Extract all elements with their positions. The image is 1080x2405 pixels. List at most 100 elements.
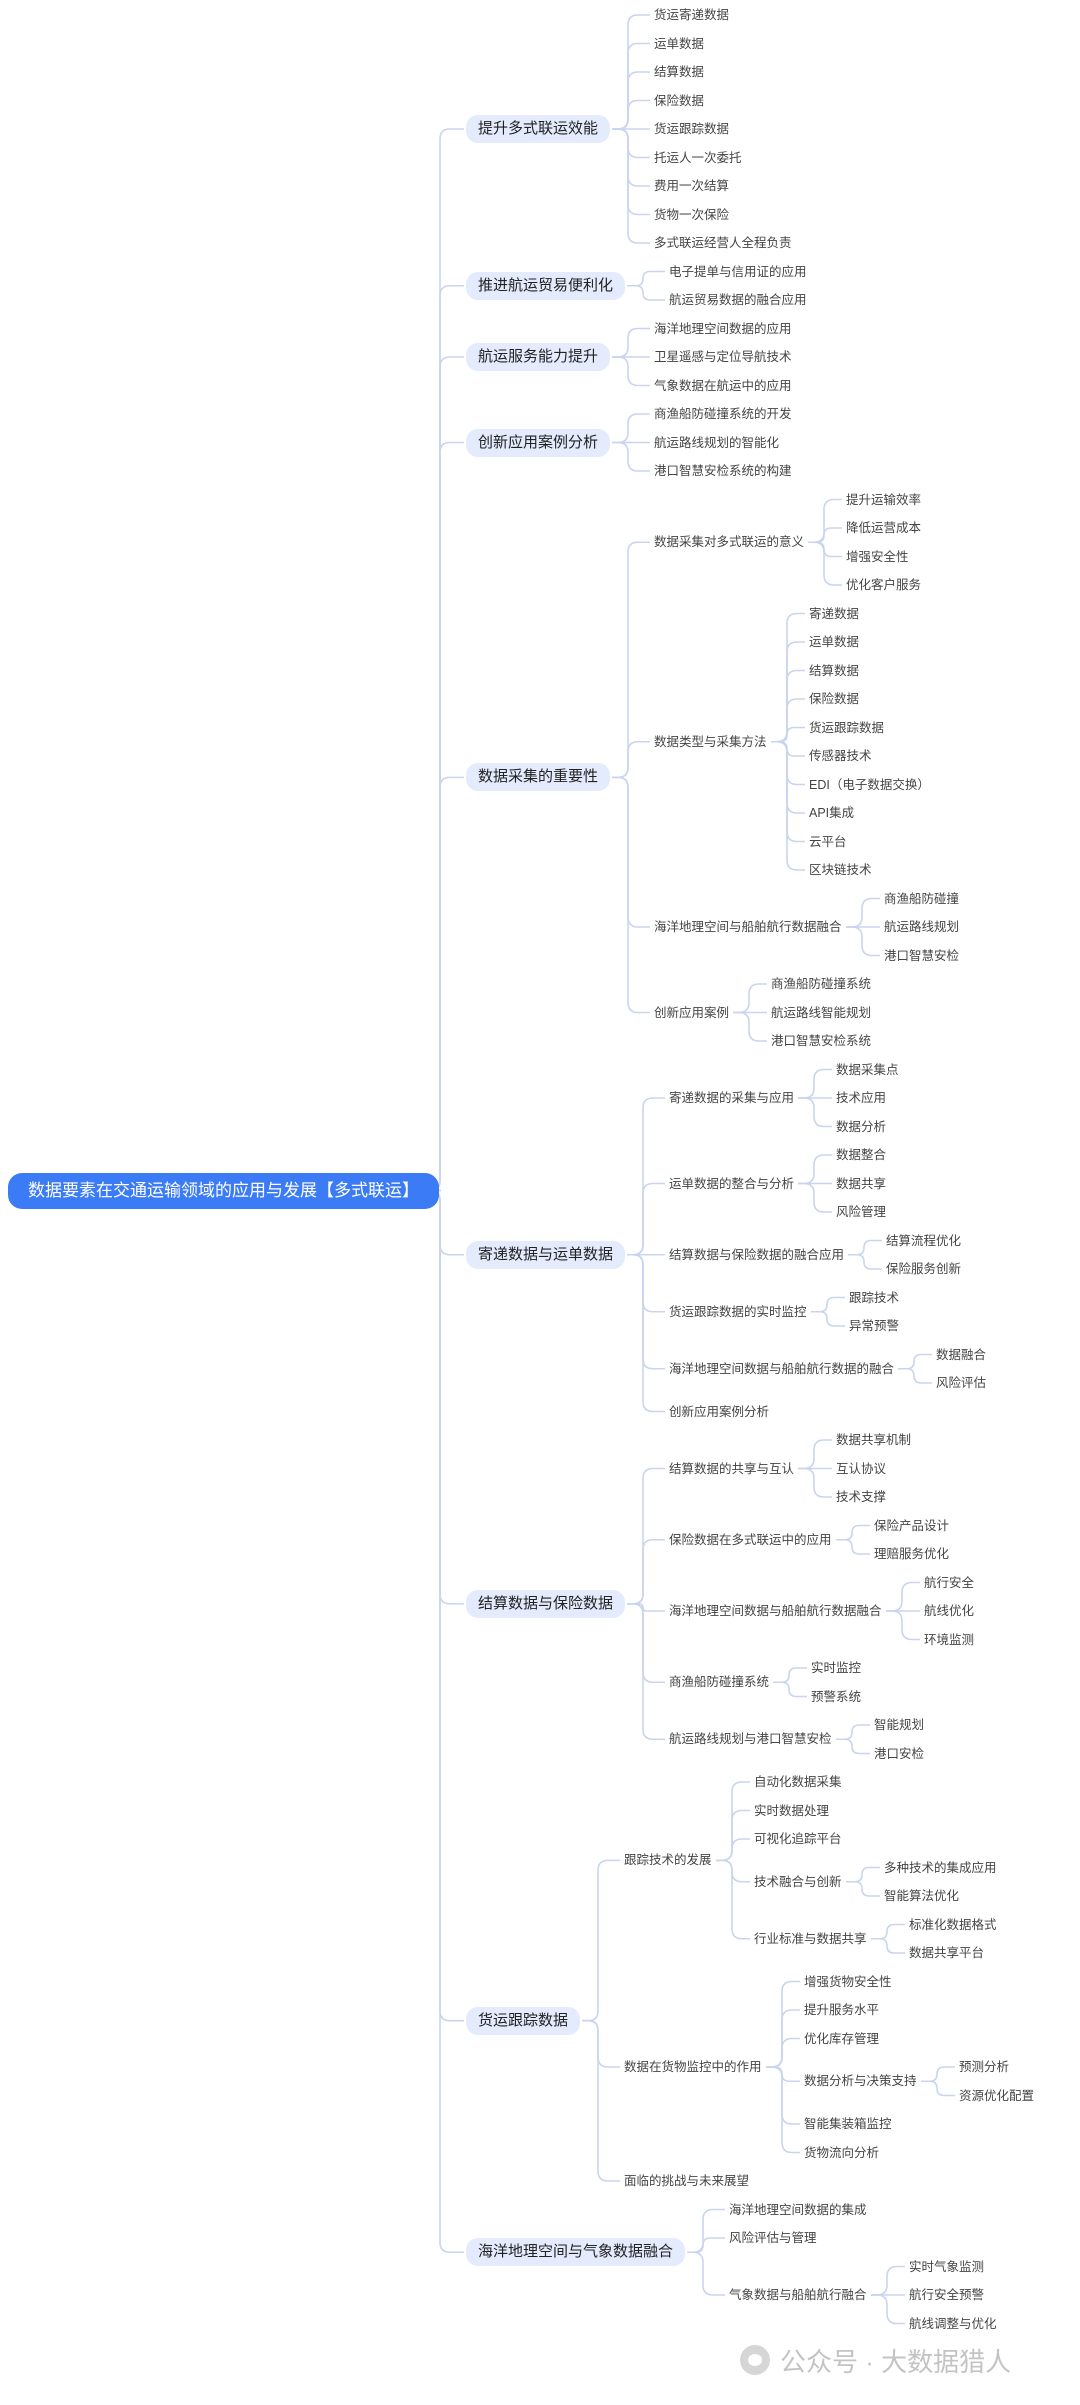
topic-level-2[interactable]: 托运人一次委托 bbox=[654, 150, 742, 165]
topic-level-3[interactable]: 实时数据处理 bbox=[754, 1803, 830, 1818]
topic-level-3[interactable]: 智能规划 bbox=[874, 1718, 925, 1732]
topic-level-2[interactable]: 海洋地理空间数据与船舶航行数据融合 bbox=[669, 1604, 882, 1618]
topic-level-2[interactable]: 数据采集对多式联运的意义 bbox=[654, 535, 805, 550]
topic-level-3[interactable]: 传感器技术 bbox=[809, 749, 872, 763]
topic-level-3[interactable]: 结算数据 bbox=[809, 663, 860, 678]
topic-level-3[interactable]: 理赔服务优化 bbox=[874, 1547, 950, 1561]
topic-level-3[interactable]: 数据共享 bbox=[836, 1176, 887, 1191]
topic-level-1[interactable]: 提升多式联运效能 bbox=[466, 115, 611, 143]
topic-level-4[interactable]: 多种技术的集成应用 bbox=[884, 1860, 997, 1875]
topic-level-3[interactable]: 实时监控 bbox=[811, 1661, 862, 1675]
topic-level-2[interactable]: 航运路线规划的智能化 bbox=[654, 435, 780, 450]
topic-level-2[interactable]: 费用一次结算 bbox=[654, 179, 730, 193]
topic-level-4[interactable]: 资源优化配置 bbox=[959, 2088, 1035, 2103]
topic-level-2[interactable]: 结算数据 bbox=[654, 65, 705, 79]
topic-level-3[interactable]: 行业标准与数据共享 bbox=[754, 1931, 867, 1946]
topic-level-2[interactable]: 港口智慧安检系统的构建 bbox=[654, 464, 792, 478]
topic-level-2[interactable]: 海洋地理空间数据的集成 bbox=[729, 2202, 867, 2217]
topic-level-4[interactable]: 数据共享平台 bbox=[909, 1946, 985, 1960]
topic-level-1[interactable]: 数据采集的重要性 bbox=[466, 763, 611, 792]
topic-level-3[interactable]: 技术融合与创新 bbox=[754, 1874, 842, 1889]
topic-level-3[interactable]: 航行安全 bbox=[924, 1575, 975, 1590]
topic-level-2[interactable]: 运单数据的整合与分析 bbox=[669, 1176, 795, 1191]
topic-level-3[interactable]: 优化库存管理 bbox=[804, 2031, 880, 2046]
topic-level-2[interactable]: 气象数据在航运中的应用 bbox=[654, 378, 792, 393]
topic-level-1[interactable]: 推进航运贸易便利化 bbox=[466, 271, 626, 300]
topic-level-3[interactable]: 寄递数据 bbox=[809, 606, 860, 621]
topic-level-3[interactable]: 实时气象监测 bbox=[909, 2259, 985, 2274]
topic-level-2[interactable]: 航运贸易数据的融合应用 bbox=[669, 293, 807, 307]
topic-level-2[interactable]: 海洋地理空间数据的应用 bbox=[654, 321, 792, 336]
topic-level-3[interactable]: 数据共享机制 bbox=[836, 1433, 912, 1447]
topic-level-2[interactable]: 创新应用案例分析 bbox=[669, 1404, 770, 1419]
topic-level-3[interactable]: 风险管理 bbox=[836, 1205, 887, 1219]
topic-level-3[interactable]: 优化客户服务 bbox=[846, 578, 922, 592]
topic-level-3[interactable]: 保险服务创新 bbox=[886, 1262, 962, 1276]
topic-level-2[interactable]: 运单数据 bbox=[654, 36, 705, 51]
topic-level-2[interactable]: 跟踪技术的发展 bbox=[624, 1853, 712, 1868]
topic-level-3[interactable]: 航线调整与优化 bbox=[909, 2316, 997, 2331]
topic-level-4[interactable]: 预测分析 bbox=[959, 2060, 1010, 2074]
topic-level-2[interactable]: 海洋地理空间与船舶航行数据融合 bbox=[654, 920, 842, 934]
topic-level-3[interactable]: 技术应用 bbox=[836, 1091, 887, 1105]
topic-level-3[interactable]: 增强货物安全性 bbox=[804, 1974, 892, 1989]
topic-level-2[interactable]: 保险数据在多式联运中的应用 bbox=[669, 1532, 832, 1547]
topic-level-3[interactable]: 数据整合 bbox=[836, 1148, 887, 1162]
topic-level-3[interactable]: 数据分析与决策支持 bbox=[804, 2074, 917, 2089]
topic-level-1[interactable]: 创新应用案例分析 bbox=[466, 428, 611, 457]
topic-level-3[interactable]: 自动化数据采集 bbox=[754, 1775, 842, 1789]
topic-level-3[interactable]: 商渔船防碰撞 bbox=[884, 891, 960, 906]
topic-level-2[interactable]: 商渔船防碰撞系统 bbox=[669, 1675, 770, 1690]
topic-level-3[interactable]: 区块链技术 bbox=[809, 863, 872, 877]
topic-level-4[interactable]: 标准化数据格式 bbox=[909, 1917, 997, 1932]
topic-level-3[interactable]: 技术支撑 bbox=[836, 1490, 887, 1504]
topic-level-3[interactable]: 结算流程优化 bbox=[886, 1233, 962, 1248]
topic-level-3[interactable]: API集成 bbox=[809, 806, 855, 820]
topic-level-3[interactable]: 增强安全性 bbox=[846, 549, 909, 564]
topic-level-2[interactable]: 航运路线规划与港口智慧安检 bbox=[669, 1732, 832, 1747]
topic-level-3[interactable]: 互认协议 bbox=[836, 1461, 887, 1476]
topic-level-4[interactable]: 智能算法优化 bbox=[884, 1889, 960, 1903]
topic-level-3[interactable]: 商渔船防碰撞系统 bbox=[771, 977, 872, 991]
topic-level-3[interactable]: 货物流向分析 bbox=[804, 2145, 880, 2160]
topic-level-2[interactable]: 结算数据与保险数据的融合应用 bbox=[669, 1247, 845, 1262]
topic-level-3[interactable]: 智能集装箱监控 bbox=[804, 2117, 892, 2131]
topic-level-3[interactable]: 数据融合 bbox=[936, 1347, 987, 1362]
topic-level-3[interactable]: 跟踪技术 bbox=[849, 1290, 900, 1305]
topic-level-2[interactable]: 货运跟踪数据 bbox=[654, 122, 730, 136]
topic-level-3[interactable]: 降低运营成本 bbox=[846, 521, 922, 535]
topic-level-2[interactable]: 数据类型与采集方法 bbox=[654, 734, 767, 749]
topic-level-2[interactable]: 面临的挑战与未来展望 bbox=[624, 2174, 750, 2188]
topic-level-3[interactable]: 货运跟踪数据 bbox=[809, 720, 885, 735]
topic-level-3[interactable]: 港口智慧安检 bbox=[884, 948, 960, 963]
topic-level-3[interactable]: 港口智慧安检系统 bbox=[771, 1034, 872, 1048]
topic-level-3[interactable]: 风险评估 bbox=[936, 1376, 987, 1390]
topic-level-1[interactable]: 海洋地理空间与气象数据融合 bbox=[466, 2238, 686, 2267]
topic-level-3[interactable]: 环境监测 bbox=[924, 1632, 975, 1647]
topic-level-2[interactable]: 创新应用案例 bbox=[654, 1005, 730, 1020]
topic-level-2[interactable]: 卫星遥感与定位导航技术 bbox=[654, 350, 792, 364]
topic-level-2[interactable]: 电子提单与信用证的应用 bbox=[669, 264, 807, 279]
topic-level-3[interactable]: 保险数据 bbox=[809, 692, 860, 706]
topic-level-3[interactable]: 云平台 bbox=[809, 834, 847, 849]
topic-level-3[interactable]: 预警系统 bbox=[811, 1689, 862, 1704]
root-topic[interactable]: 数据要素在交通运输领域的应用与发展【多式联运】 bbox=[8, 1172, 439, 1209]
topic-level-1[interactable]: 航运服务能力提升 bbox=[466, 343, 611, 371]
topic-level-1[interactable]: 寄递数据与运单数据 bbox=[466, 1240, 626, 1269]
topic-level-2[interactable]: 风险评估与管理 bbox=[729, 2231, 817, 2245]
topic-level-2[interactable]: 商渔船防碰撞系统的开发 bbox=[654, 407, 792, 421]
topic-level-1[interactable]: 货运跟踪数据 bbox=[466, 2006, 581, 2035]
topic-level-3[interactable]: EDI（电子数据交换） bbox=[809, 777, 930, 792]
topic-level-2[interactable]: 保险数据 bbox=[654, 93, 705, 108]
topic-level-2[interactable]: 多式联运经营人全程负责 bbox=[654, 236, 792, 250]
topic-level-2[interactable]: 货运寄递数据 bbox=[654, 8, 730, 22]
topic-level-2[interactable]: 数据在货物监控中的作用 bbox=[624, 2060, 762, 2074]
topic-level-3[interactable]: 港口安检 bbox=[874, 1746, 925, 1761]
topic-level-3[interactable]: 保险产品设计 bbox=[874, 1518, 950, 1533]
topic-level-3[interactable]: 数据采集点 bbox=[836, 1062, 899, 1077]
topic-level-2[interactable]: 寄递数据的采集与应用 bbox=[669, 1091, 795, 1105]
topic-level-3[interactable]: 异常预警 bbox=[849, 1319, 900, 1333]
topic-level-2[interactable]: 货运跟踪数据的实时监控 bbox=[669, 1304, 807, 1319]
topic-level-3[interactable]: 航运路线规划 bbox=[884, 920, 960, 934]
topic-level-2[interactable]: 结算数据的共享与互认 bbox=[669, 1461, 795, 1476]
